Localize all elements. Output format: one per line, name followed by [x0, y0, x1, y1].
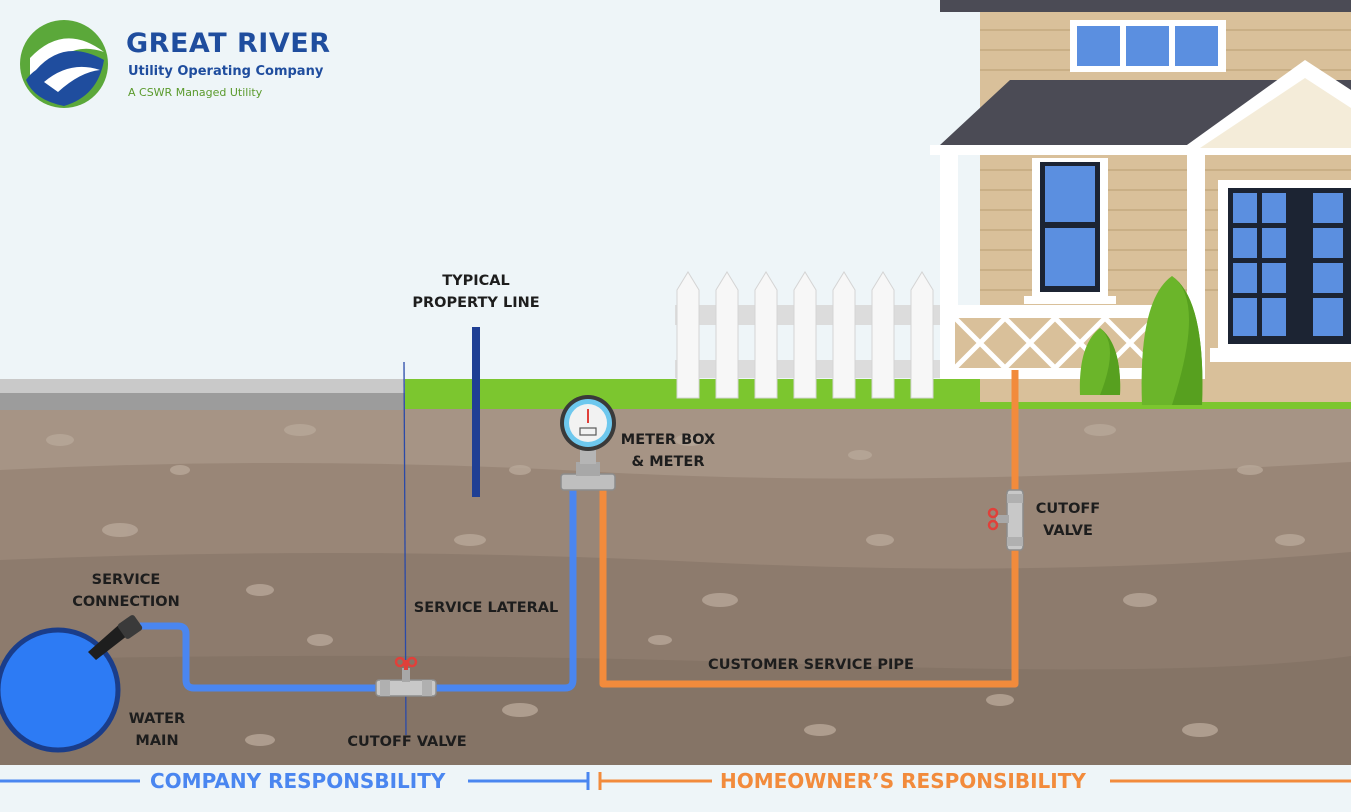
responsibility-bar: [0, 765, 1351, 812]
house-valve-label: CUTOFF VALVE: [1030, 498, 1106, 542]
brand-subtitle: Utility Operating Company: [128, 64, 324, 79]
water-meter: [560, 395, 616, 491]
great-river-logo-icon: [20, 20, 108, 108]
property-line-marker: [472, 327, 480, 497]
label-line: SERVICE: [91, 572, 161, 588]
water-main-label: WATER MAIN: [120, 708, 194, 752]
label-line: CONNECTION: [72, 594, 180, 610]
house: [930, 0, 1351, 402]
homeowner-responsibility: HOMEOWNER’S RESPONSIBILITY: [720, 769, 1086, 793]
shrubs: [1079, 276, 1203, 405]
label-line: TYPICAL: [442, 273, 510, 289]
house-cutoff-valve: [987, 489, 1024, 551]
label-line: VALVE: [1043, 523, 1093, 539]
service-connection-label: SERVICE CONNECTION: [62, 569, 190, 613]
lateral-cutoff-valve: [375, 656, 437, 697]
customer-pipe-label: CUSTOMER SERVICE PIPE: [708, 657, 914, 673]
brand-tagline: A CSWR Managed Utility: [128, 86, 263, 99]
picket-fence: [675, 271, 940, 399]
water-main: [0, 627, 121, 753]
company-responsibility: COMPANY RESPONSBILITY: [150, 769, 446, 793]
property-line-label: TYPICAL PROPERTY LINE: [406, 270, 546, 314]
service-lateral-label: SERVICE LATERAL: [413, 600, 559, 616]
brand-title: GREAT RIVER: [126, 28, 331, 59]
label-line: & METER: [631, 454, 705, 470]
service-connection-fitting: [88, 615, 143, 660]
label-line: PROPERTY LINE: [412, 295, 540, 311]
lateral-valve-label: CUTOFF VALVE: [347, 734, 467, 750]
road: [0, 379, 405, 410]
service-lateral-pipe: [140, 486, 577, 692]
meter-label: METER BOX & METER: [614, 429, 722, 473]
label-line: WATER: [128, 711, 186, 727]
label-line: CUTOFF: [1035, 501, 1101, 517]
label-line: METER BOX: [620, 432, 716, 448]
label-line: MAIN: [135, 733, 179, 749]
